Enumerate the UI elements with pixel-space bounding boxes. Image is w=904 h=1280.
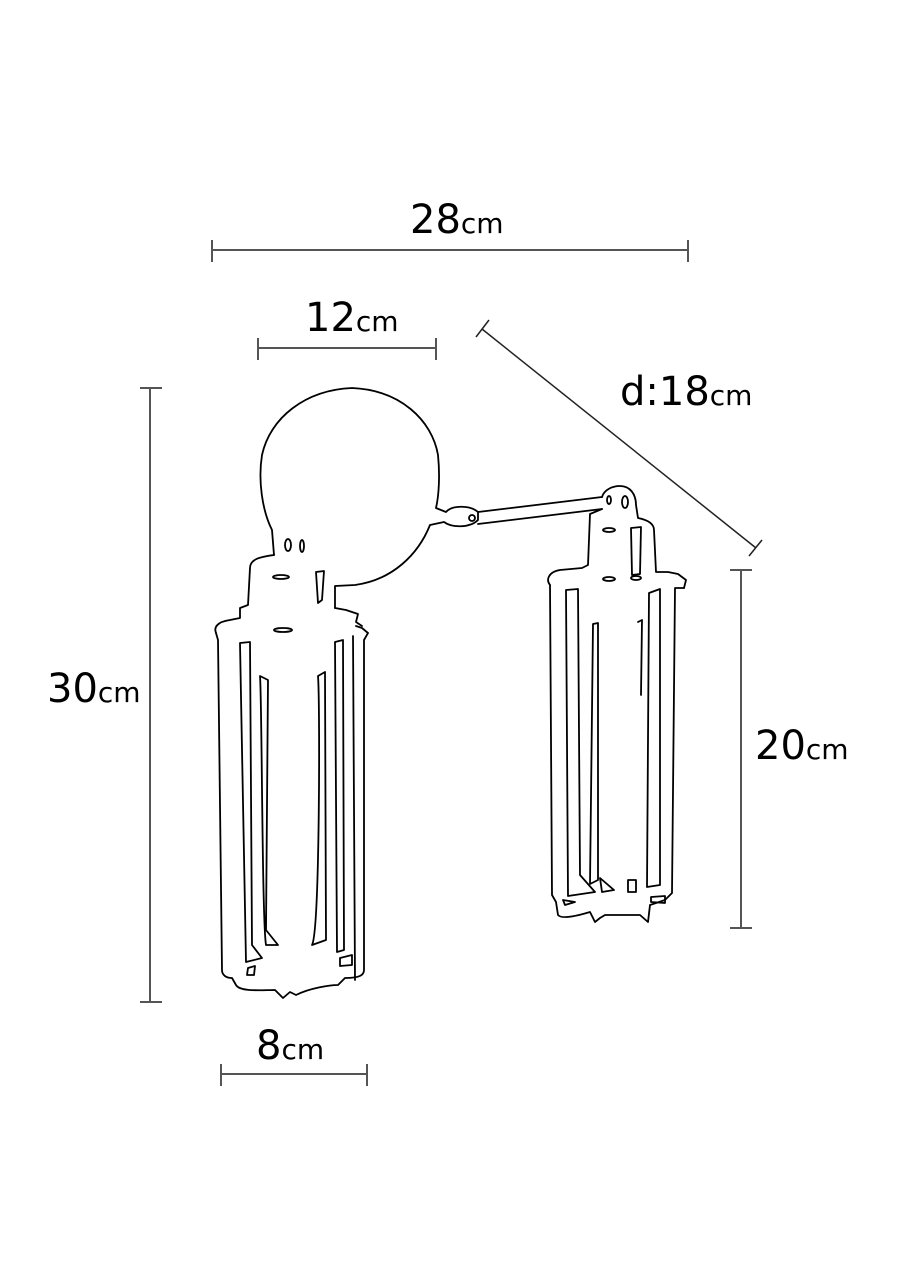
backplate-width-unit: cm: [355, 305, 399, 338]
backplate: [259, 387, 479, 609]
shade-width-unit: cm: [281, 1033, 325, 1066]
dimension-line-shade-width: [220, 1064, 368, 1086]
dimension-line-shade-height: [730, 569, 752, 929]
depth-value: 18: [658, 369, 710, 415]
right-cage: [549, 584, 685, 923]
overall-width-label: 28cm: [410, 200, 504, 240]
arm: [477, 496, 603, 525]
backplate-width-label: 12cm: [305, 298, 399, 338]
dimension-line-overall-width: [211, 240, 689, 262]
overall-height-value: 30: [47, 666, 98, 712]
depth-label: d:18cm: [620, 372, 752, 412]
overall-width-value: 28: [410, 197, 461, 243]
shade-height-label: 20cm: [755, 726, 849, 766]
shade-width-label: 8cm: [256, 1026, 324, 1066]
right-lamp-holder: [601, 485, 687, 589]
dimension-line-depth: [475, 319, 763, 557]
depth-prefix: d:: [620, 369, 659, 415]
overall-width-unit: cm: [460, 207, 504, 240]
backplate-width-value: 12: [305, 295, 356, 341]
left-cage: [215, 625, 369, 999]
depth-unit: cm: [709, 379, 753, 412]
arm-pivot: [468, 514, 476, 522]
shade-height-value: 20: [755, 723, 806, 769]
dimension-line-backplate-width: [257, 338, 437, 360]
dimension-line-overall-height: [140, 387, 162, 1003]
shade-width-value: 8: [256, 1023, 282, 1069]
overall-height-unit: cm: [97, 676, 141, 709]
overall-height-label: 30cm: [47, 669, 141, 709]
left-lamp-holder: [214, 554, 275, 634]
shade-height-unit: cm: [805, 733, 849, 766]
